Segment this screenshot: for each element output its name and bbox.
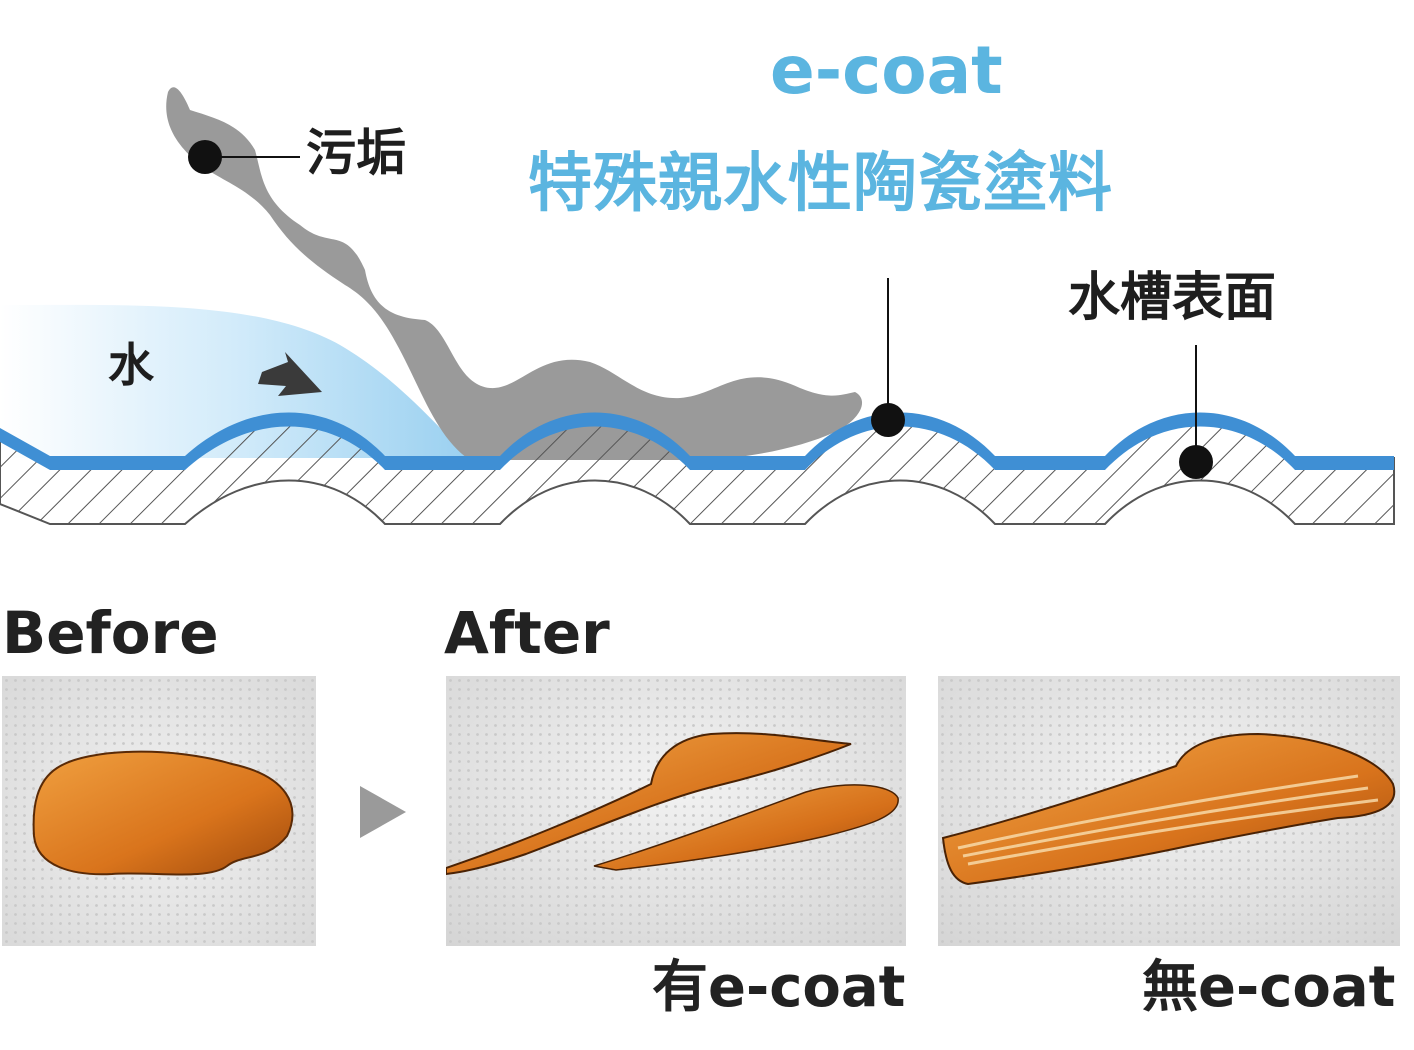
before-photo	[2, 676, 316, 946]
dirt-label: 污垢	[306, 124, 406, 182]
smear-streak-lines	[957, 774, 1379, 866]
before-label: Before	[2, 599, 219, 667]
oil-streak-lower	[593, 784, 899, 871]
product-subtitle: 特殊親水性陶瓷塗料	[528, 147, 1113, 221]
without-ecoat-photo	[938, 676, 1400, 946]
with-ecoat-photo	[446, 676, 906, 946]
without-ecoat-label: 無e-coat	[1142, 955, 1396, 1020]
cross-section-illustration	[0, 87, 1395, 525]
dirt-blob	[166, 87, 863, 460]
water-label: 水	[108, 338, 154, 392]
flow-arrow-icon	[258, 352, 322, 396]
surface-marker-dot	[1179, 445, 1213, 479]
after-label: After	[444, 599, 610, 667]
triangle-right-icon	[360, 786, 406, 838]
ecoat-layer	[0, 412, 1394, 470]
water-flow	[0, 304, 470, 458]
surface-label: 水槽表面	[1068, 268, 1277, 328]
product-title: e-coat	[770, 32, 1003, 109]
with-ecoat-label: 有e-coat	[652, 955, 906, 1020]
oil-streak-upper	[446, 732, 852, 876]
dirt-marker-dot	[188, 140, 222, 174]
oil-spill-before	[32, 750, 294, 876]
oil-smear	[941, 732, 1396, 886]
coating-marker-dot	[871, 403, 905, 437]
